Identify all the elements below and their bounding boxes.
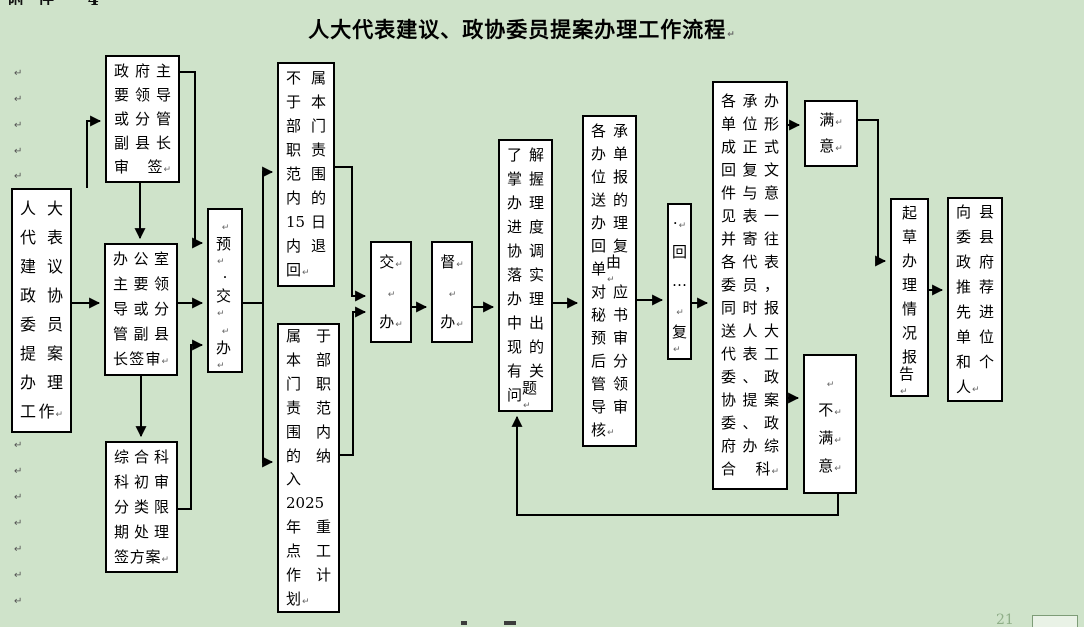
box-office-leader-sign: 办公室主要领导或分管副县长签审↵ [104,243,178,376]
paragraph-mark: ↵ [14,492,23,503]
connector-unsatisfied-loop-to-understand [511,415,839,516]
connector-satisfied-to-draft-report [858,119,887,267]
paragraph-mark: ↵ [14,120,23,131]
page-number: 21 [996,612,1014,627]
paragraph-mark: ↵ [14,596,23,607]
next-page-edge [1032,615,1078,627]
box-draft-handling-report: 起草办理情况报告↵ [890,198,929,397]
paragraph-mark: ↵ [727,30,736,40]
connector-zonghe-to-pre-assign [178,339,204,510]
paragraph-mark: ↵ [14,544,23,555]
box-unsatisfied: ↵不↵满↵意↵ [803,354,857,494]
paragraph-mark: ↵ [14,146,23,157]
box-zonghe-section-initial-review: 综合科科初审分类限期处理签方案↵ [105,441,178,573]
box-recommend-advanced-units: 向县委县政府推荐先进单位和个人↵ [947,197,1003,402]
box-government-leader-sign: 政府主要领导或分管副县长审签↵ [105,55,180,183]
paragraph-mark: ↵ [14,518,23,529]
cut-off-header-text: 附件 4 [8,0,113,5]
box-reply: ·↵回…↵复↵ [667,203,692,360]
paragraph-mark: ↵ [14,68,23,79]
paragraph-mark: ↵ [14,440,23,451]
connector-not-in-scope-to-assign [335,166,367,302]
connector-start-to-gov-leader [86,115,102,188]
box-pre-assign: ↵预↵·交↵↵办↵ [207,208,243,373]
connector-gov-to-pre-assign [180,71,204,249]
box-start-renda-zhengxie-handling: 人大代表建议政协委员提案办理工作↵ [11,188,72,433]
connector-pre-assign-to-not-in-scope [262,166,274,303]
paragraph-mark: ↵ [14,570,23,581]
connector-in-scope-to-assign [340,306,367,456]
paragraph-mark: ↵ [14,171,23,182]
paragraph-mark: ↵ [14,94,23,105]
box-formal-reply-mail-and-report: 各承办单位形成正式回复文件与意见表一并寄往各代表委员，同时报送人大代表工委、政协… [712,81,788,490]
box-reply-form-secretary-preview-leader-review: 各承办单位报送的办理回复单由↵对应秘书预审后分管领导审核↵ [582,115,637,447]
box-satisfied: 满↵意↵ [804,100,858,167]
connector-pre-assign-to-in-scope [262,303,274,468]
title-text: 人大代表建议、政协委员提案办理工作流程 [308,17,727,42]
box-supervise: 督↵↵办↵ [431,241,473,343]
box-assign: 交↵↵办↵ [370,241,412,343]
box-understand-progress-coordinate-issues: 了解掌握办理进度协调落实办理中出现的有关问题↵ [498,139,553,412]
cut-off-text-fragment [504,621,516,625]
cut-off-text-fragment [461,621,467,625]
flowchart-title: 人大代表建议、政协委员提案办理工作流程↵ [0,14,1044,44]
paragraph-mark: ↵ [14,466,23,477]
